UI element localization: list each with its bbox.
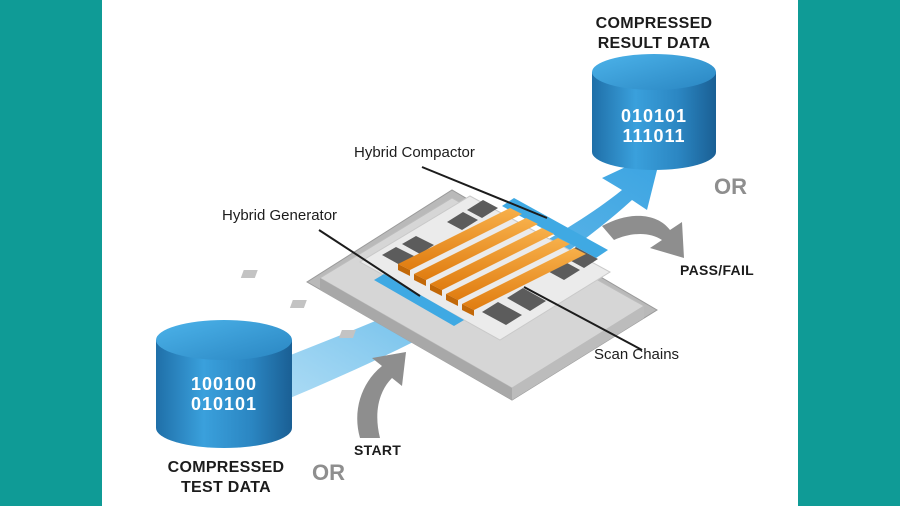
left-margin — [0, 0, 102, 506]
scan-chain-bar — [398, 208, 522, 276]
test-db-bits-line1: 100100 — [190, 374, 258, 394]
result-db-title: COMPRESSED RESULT DATA — [574, 14, 734, 54]
test-db-title-line1: COMPRESSED — [167, 459, 285, 476]
result-db-title-line1: COMPRESSED — [595, 15, 713, 32]
test-db-title: COMPRESSED TEST DATA — [146, 458, 306, 498]
pass-fail-arrow — [602, 215, 684, 258]
test-db-bits: 100100 010101 — [174, 374, 274, 414]
diagram-graphic — [156, 54, 716, 448]
result-database — [592, 54, 716, 170]
scan-chains-label: Scan Chains — [594, 346, 680, 363]
scan-chain-bar — [446, 238, 570, 306]
diagram-panel: COMPRESSED RESULT DATA 010101 111011 OR … — [102, 0, 798, 506]
leader-lines — [318, 166, 643, 351]
test-db-bits-line2: 010101 — [190, 394, 258, 414]
scan-chain-bar — [462, 248, 586, 316]
hybrid-generator-strip — [374, 274, 464, 326]
data-flow-arrow — [197, 150, 662, 430]
hybrid-generator-label: Hybrid Generator — [222, 207, 338, 224]
start-label: START — [354, 442, 402, 458]
hybrid-compactor-strip — [502, 198, 608, 258]
right-margin — [798, 0, 900, 506]
result-db-title-line2: RESULT DATA — [597, 35, 711, 52]
result-or-label: OR — [714, 174, 747, 199]
start-arrow — [357, 352, 406, 438]
test-or-label: OR — [312, 460, 345, 485]
hybrid-compactor-label: Hybrid Compactor — [354, 144, 475, 161]
test-db-title-line2: TEST DATA — [180, 479, 272, 496]
scan-chain-bar — [414, 218, 538, 286]
result-db-bits-line1: 010101 — [620, 106, 688, 126]
scan-chain-bar — [430, 228, 554, 296]
result-db-bits-line2: 111011 — [622, 126, 686, 146]
test-database — [156, 320, 292, 448]
result-db-bits: 010101 111011 — [604, 106, 704, 146]
pass-fail-label: PASS/FAIL — [680, 262, 755, 278]
scan-chain-bars — [398, 208, 586, 316]
